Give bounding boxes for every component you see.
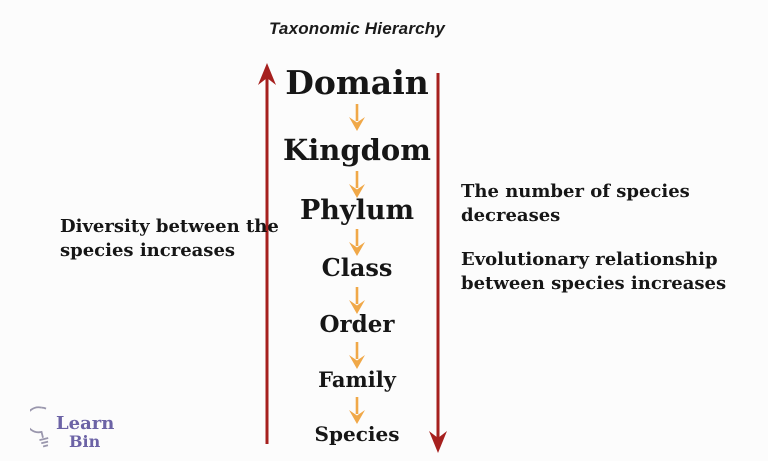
logo-word-bin: Bin (69, 432, 101, 451)
down-chevron-arrow-icon (349, 342, 365, 369)
down-arrow-icon (429, 73, 447, 453)
up-arrow-icon (258, 63, 276, 444)
learnbin-logo: Learn Bin (30, 402, 150, 457)
level-species: Species (314, 422, 400, 446)
level-domain: Domain (285, 63, 429, 102)
lightbulb-icon (30, 406, 49, 448)
right-annotation1-line1: The number of species (461, 181, 690, 202)
level-phylum: Phylum (299, 195, 415, 226)
right-annotation2-line2: between species increases (461, 273, 727, 295)
level-class: Class (321, 253, 393, 282)
diagram-title: Taxonomic Hierarchy (268, 19, 446, 38)
right-annotation1-line2: decreases (461, 205, 561, 227)
down-chevron-arrow-icon (349, 397, 365, 424)
down-chevron-arrow-icon (349, 104, 365, 131)
right-annotation2-line1: Evolutionary relationship (461, 249, 718, 270)
logo-word-learn: Learn (56, 413, 115, 434)
right-annotation-evolutionary-relationship: Evolutionary relationship between specie… (461, 248, 726, 297)
left-annotation-line1: Diversity between the (60, 216, 279, 237)
level-order: Order (319, 311, 395, 338)
left-annotation: Diversity between the species increases (60, 215, 279, 264)
down-chevron-arrow-icon (349, 171, 365, 198)
right-annotation-species-decrease: The number of species decreases (461, 180, 690, 229)
level-family: Family (318, 367, 396, 392)
left-annotation-line2: species increases (60, 240, 236, 262)
level-kingdom: Kingdom (283, 133, 431, 167)
down-chevron-arrow-icon (349, 229, 365, 256)
down-chevron-arrow-icon (349, 287, 365, 314)
